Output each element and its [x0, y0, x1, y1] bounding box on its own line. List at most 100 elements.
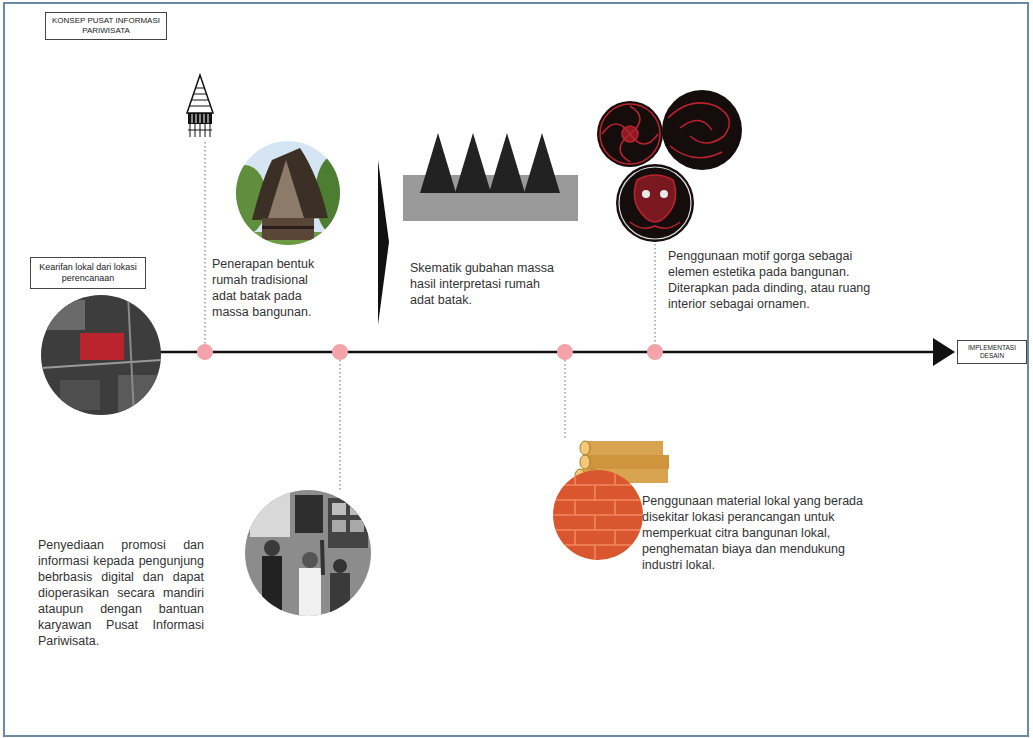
leader-dots	[565, 360, 566, 440]
people-photo	[350, 503, 364, 515]
timeline-line	[160, 351, 935, 354]
brick-photo	[552, 544, 644, 546]
brick-photo	[614, 530, 616, 545]
map-photo	[40, 360, 162, 368]
brick-photo	[614, 500, 616, 515]
gorga-motif	[680, 120, 712, 130]
map-photo	[128, 294, 134, 416]
arrow-head	[933, 338, 955, 366]
massing-scheme	[420, 133, 456, 193]
wood-logs	[585, 441, 663, 455]
gorga-motif	[660, 190, 668, 198]
map-photo	[40, 294, 163, 416]
brick-photo	[552, 514, 644, 516]
batak-house-icon	[196, 88, 204, 89]
brick-photo	[552, 469, 644, 561]
leader-dots	[655, 244, 656, 344]
timeline-dots	[197, 344, 663, 360]
people-photo	[350, 520, 364, 532]
wood-logs	[580, 441, 590, 455]
gorga-motif	[634, 175, 675, 222]
gorga-motif	[616, 164, 694, 242]
gorga-motif	[600, 104, 660, 164]
brick-photo	[552, 499, 644, 501]
people-photo	[302, 552, 318, 568]
node-label: IMPLEMENTASI DESAIN	[957, 340, 1027, 364]
batak-house-icon	[188, 130, 212, 131]
massing-scheme	[489, 133, 525, 193]
massing-scheme	[455, 133, 491, 193]
map-photo	[45, 300, 85, 330]
leader-dots	[205, 142, 206, 344]
node-label: Kearifan lokal dari lokasi perencanaan	[30, 257, 146, 289]
timeline-dots	[557, 344, 573, 360]
people-photo	[330, 573, 350, 618]
brick-photo	[552, 469, 644, 561]
house-photo	[262, 218, 314, 240]
map-photo	[40, 294, 162, 416]
wood-logs	[580, 455, 590, 469]
massing-scheme	[524, 133, 560, 193]
brick-photo	[552, 470, 644, 560]
brick-photo	[552, 484, 644, 486]
gorga-motif	[670, 146, 722, 158]
house-photo	[268, 160, 304, 218]
massing-scheme	[403, 133, 578, 221]
house-photo	[252, 148, 328, 220]
batak-house-icon	[190, 106, 210, 107]
gorga-motif	[597, 90, 742, 242]
people-photo	[332, 520, 346, 532]
batak-house-icon	[187, 75, 213, 137]
annotation-text: Penerapan bentuk rumah tradisional adat …	[212, 256, 324, 320]
people-photo	[295, 495, 323, 533]
people-photo	[264, 540, 280, 556]
people-photo	[250, 492, 290, 537]
brick-photo	[574, 500, 576, 515]
batak-house-icon	[204, 114, 205, 123]
house-photo	[262, 226, 314, 229]
brick-photo	[574, 530, 576, 545]
gorga-motif	[630, 222, 680, 228]
gorga-motif	[642, 190, 650, 198]
map-photo	[80, 333, 124, 360]
people-photo	[244, 489, 372, 618]
people-photo	[244, 489, 372, 617]
gorga-motif	[597, 101, 663, 167]
annotation-text: Penggunaan material lokal yang berada di…	[642, 493, 888, 573]
batak-house-icon	[192, 100, 208, 101]
batak-house-icon	[208, 114, 209, 123]
gorga-motif	[619, 167, 691, 239]
brick-photo	[594, 515, 596, 530]
annotation-text: Penggunaan motif gorga sebagai elemen es…	[668, 248, 886, 312]
people-photo	[328, 498, 368, 548]
brick-photo	[614, 470, 616, 485]
gorga-motif	[668, 103, 729, 143]
leader-dots	[340, 360, 341, 490]
batak-house-icon	[200, 114, 201, 123]
map-photo	[60, 380, 100, 410]
gorga-motif	[662, 90, 742, 170]
batak-house-icon	[194, 94, 206, 95]
people-photo	[333, 559, 347, 573]
leader-dots	[205, 142, 655, 490]
chevron-shape	[378, 160, 389, 325]
brick-photo	[594, 485, 596, 500]
wood-logs	[585, 455, 669, 469]
title-box: KONSEP PUSAT INFORMASI PARIWISATA	[45, 12, 167, 40]
people-photo	[322, 540, 323, 575]
timeline-dots	[647, 344, 663, 360]
context-node: Kearifan lokal dari lokasi perencanaan	[30, 257, 162, 417]
annotation-text: Skematik gubahan massa hasil interpretas…	[410, 260, 562, 308]
house-photo	[223, 135, 355, 257]
brick-photo	[594, 545, 596, 560]
people-photo	[299, 568, 321, 618]
batak-house-icon	[196, 114, 197, 123]
batak-house-icon	[192, 114, 193, 123]
timeline-arrow	[160, 338, 955, 366]
output-node: IMPLEMENTASI DESAIN	[957, 340, 1027, 364]
people-photo	[262, 556, 282, 616]
timeline-dots	[197, 344, 213, 360]
people-photo	[332, 503, 346, 515]
annotation-text: Penyediaan promosi dan informasi kepada …	[38, 537, 204, 649]
batak-house-icon	[188, 113, 212, 124]
